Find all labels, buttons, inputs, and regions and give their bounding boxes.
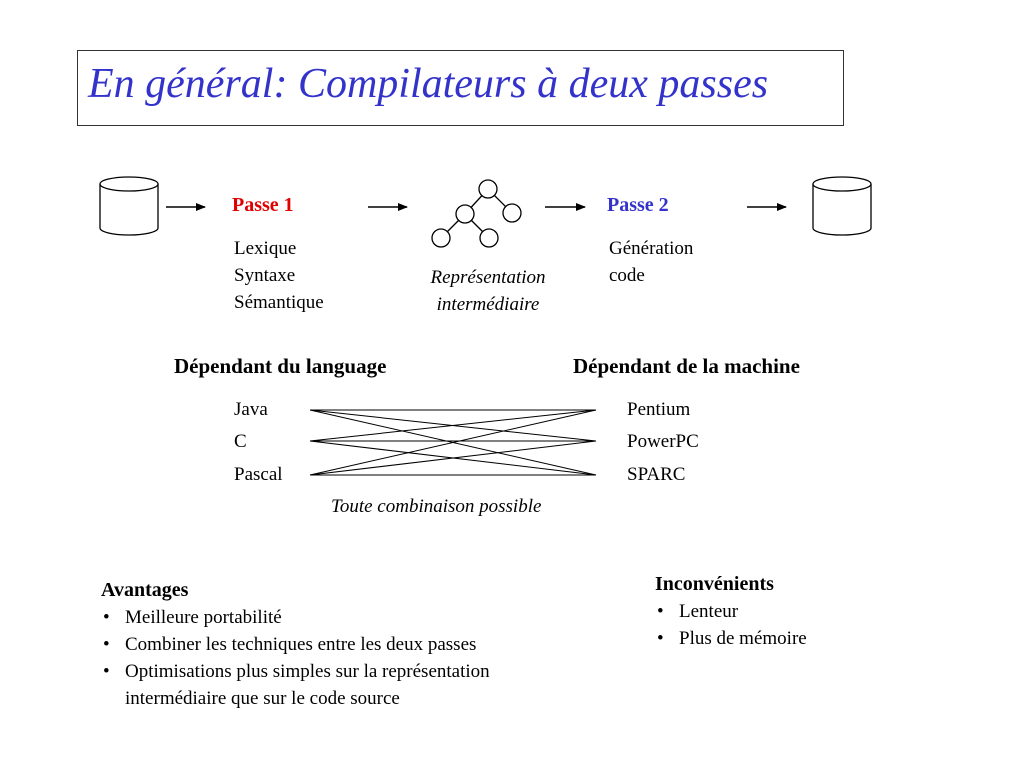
pass2-phase: code: [609, 265, 645, 286]
machine-item: PowerPC: [627, 431, 699, 452]
language-item: C: [234, 431, 247, 452]
pass1-phases: Lexique Syntaxe Sémantique: [234, 235, 324, 316]
pass1-phase: Syntaxe: [234, 265, 296, 286]
language-item: Java: [234, 399, 268, 420]
target-database-icon: [812, 176, 872, 236]
ir-caption-line: Représentation: [430, 267, 546, 288]
title-box: [77, 50, 844, 126]
disadvantages-section: Inconvénients Lenteur Plus de mémoire: [655, 570, 915, 652]
pass2-phase: Génération: [609, 238, 694, 259]
tree-icon: [431, 179, 522, 248]
combination-caption: Toute combinaison possible: [331, 496, 542, 517]
pass1-phase: Lexique: [234, 238, 297, 259]
disadvantages-list: Lenteur Plus de mémoire: [655, 598, 915, 652]
source-database-icon: [99, 176, 159, 236]
list-item: Combiner les techniques entre les deux p…: [101, 631, 581, 658]
advantages-section: Avantages Meilleure portabilité Combiner…: [101, 576, 581, 712]
advantages-heading: Avantages: [101, 579, 189, 601]
language-heading: Dépendant du language: [174, 354, 387, 378]
list-item: Plus de mémoire: [655, 625, 915, 652]
list-item: Meilleure portabilité: [101, 604, 581, 631]
pass2-phases: Génération code: [609, 235, 693, 289]
list-item: Optimisations plus simples sur la représ…: [101, 658, 575, 712]
disadvantages-heading: Inconvénients: [655, 573, 774, 595]
ir-caption: Représentation intermédiaire: [408, 264, 568, 318]
ir-caption-line: intermédiaire: [436, 294, 540, 315]
machine-item: Pentium: [627, 399, 691, 420]
advantages-list: Meilleure portabilité Combiner les techn…: [101, 604, 581, 712]
pass2-title: Passe 2: [607, 194, 669, 216]
language-item: Pascal: [234, 464, 283, 485]
pass1-title: Passe 1: [232, 194, 294, 216]
slide-title: En général: Compilateurs à deux passes: [88, 61, 769, 107]
machine-heading: Dépendant de la machine: [573, 354, 800, 378]
combination-lines: [309, 409, 597, 476]
pass1-phase: Sémantique: [234, 292, 324, 313]
list-item: Lenteur: [655, 598, 915, 625]
machine-item: SPARC: [627, 464, 686, 485]
